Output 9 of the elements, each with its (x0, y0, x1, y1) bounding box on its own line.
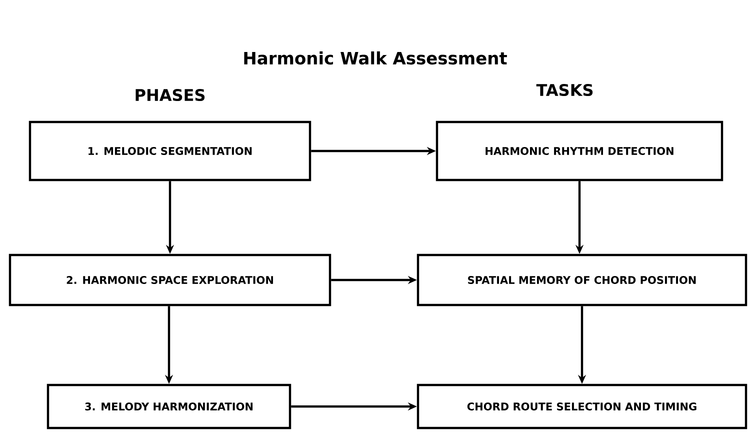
process-box: 2. HARMONIC SPACE EXPLORATION (8, 254, 332, 306)
process-box: 1. MELODIC SEGMENTATION (28, 120, 312, 182)
process-box: CHORD ROUTE SELECTION AND TIMING (416, 384, 748, 430)
process-box: 3. MELODY HARMONIZATION (46, 384, 292, 430)
column-heading: TASKS (536, 84, 593, 96)
process-box: SPATIAL MEMORY OF CHORD POSITION (416, 254, 748, 306)
column-heading: PHASES (136, 88, 205, 102)
title: Harmonic Walk Assessment (244, 51, 507, 65)
process-box: HARMONIC RHYTHM DETECTION (436, 120, 724, 182)
